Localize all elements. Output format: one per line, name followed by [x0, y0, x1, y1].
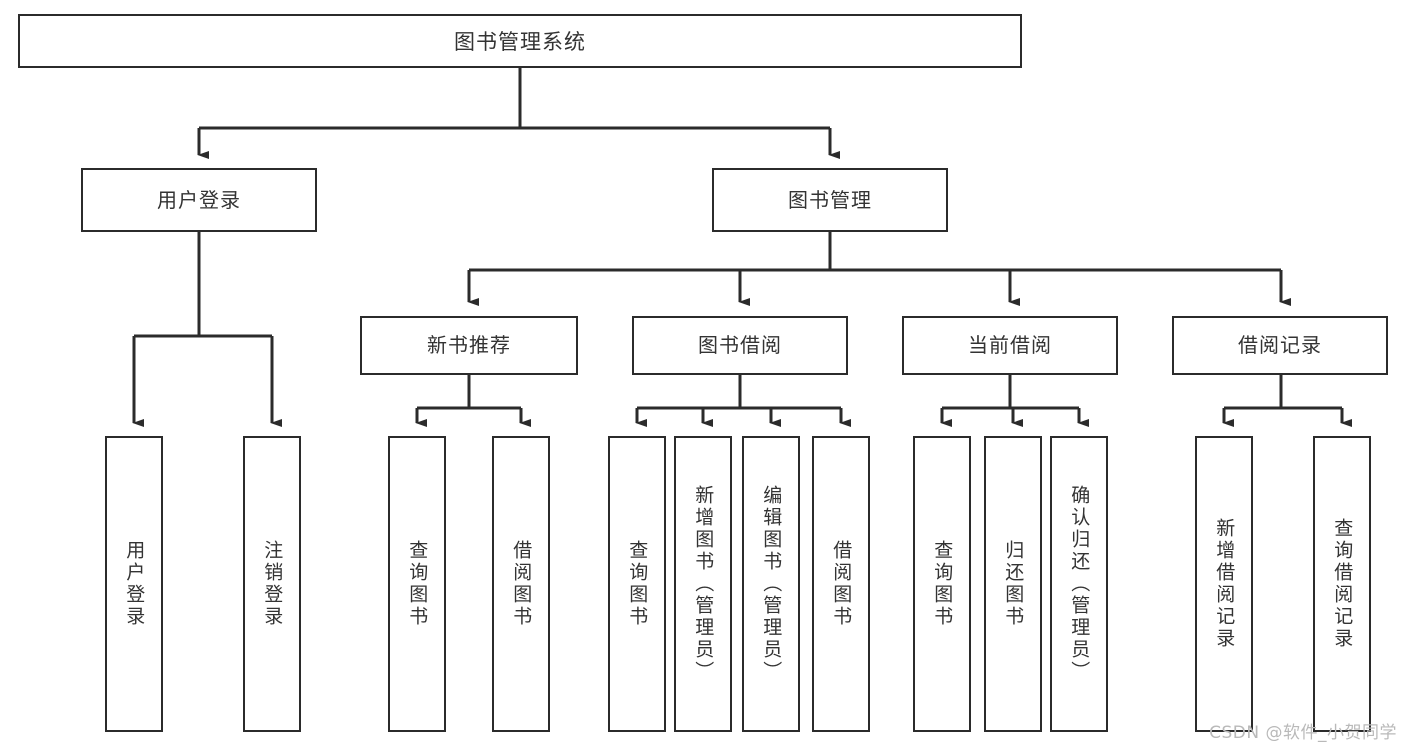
- node-leaf-add-record[interactable]: 新增借阅记录: [1195, 436, 1253, 732]
- node-leaf-add-record-label: 新增借阅记录: [1213, 518, 1236, 650]
- node-leaf-return-book[interactable]: 归还图书: [984, 436, 1042, 732]
- node-leaf-edit-book-label: 编辑图书（管理员）: [760, 485, 783, 683]
- node-leaf-logout-login[interactable]: 注销登录: [243, 436, 301, 732]
- node-leaf-edit-book[interactable]: 编辑图书（管理员）: [742, 436, 800, 732]
- node-leaf-query-book-1[interactable]: 查询图书: [388, 436, 446, 732]
- node-book-borrow[interactable]: 图书借阅: [632, 316, 848, 375]
- node-leaf-query-record-label: 查询借阅记录: [1331, 518, 1354, 650]
- node-leaf-logout-login-label: 注销登录: [261, 540, 284, 628]
- node-book-manage-label: 图书管理: [788, 187, 872, 212]
- node-borrow-record-label: 借阅记录: [1238, 333, 1322, 357]
- node-leaf-return-book-label: 归还图书: [1002, 540, 1025, 628]
- node-leaf-borrow-book-1[interactable]: 借阅图书: [492, 436, 550, 732]
- node-leaf-query-record[interactable]: 查询借阅记录: [1313, 436, 1371, 732]
- node-leaf-confirm-return[interactable]: 确认归还（管理员）: [1050, 436, 1108, 732]
- node-borrow-record[interactable]: 借阅记录: [1172, 316, 1388, 375]
- node-leaf-query-book-1-label: 查询图书: [406, 540, 429, 628]
- node-leaf-add-book-label: 新增图书（管理员）: [692, 485, 715, 683]
- node-root-label: 图书管理系统: [454, 30, 586, 54]
- node-user-login-label: 用户登录: [157, 187, 241, 212]
- node-leaf-add-book[interactable]: 新增图书（管理员）: [674, 436, 732, 732]
- watermark-text: CSDN @软件_小贺同学: [1209, 723, 1397, 743]
- node-book-manage[interactable]: 图书管理: [712, 168, 948, 232]
- node-leaf-query-book-2[interactable]: 查询图书: [608, 436, 666, 732]
- node-leaf-user-login-label: 用户登录: [123, 540, 146, 628]
- node-root-book-management-system[interactable]: 图书管理系统: [18, 14, 1022, 68]
- node-leaf-confirm-return-label: 确认归还（管理员）: [1068, 485, 1091, 683]
- node-leaf-borrow-book-2-label: 借阅图书: [830, 540, 853, 628]
- node-user-login[interactable]: 用户登录: [81, 168, 317, 232]
- node-leaf-query-book-2-label: 查询图书: [626, 540, 649, 628]
- node-current-borrow-label: 当前借阅: [968, 333, 1052, 357]
- node-leaf-query-book-3-label: 查询图书: [931, 540, 954, 628]
- node-book-borrow-label: 图书借阅: [698, 333, 782, 357]
- node-leaf-user-login[interactable]: 用户登录: [105, 436, 163, 732]
- node-new-book-recommend-label: 新书推荐: [427, 333, 511, 357]
- node-current-borrow[interactable]: 当前借阅: [902, 316, 1118, 375]
- node-leaf-query-book-3[interactable]: 查询图书: [913, 436, 971, 732]
- node-leaf-borrow-book-1-label: 借阅图书: [510, 540, 533, 628]
- node-new-book-recommend[interactable]: 新书推荐: [360, 316, 578, 375]
- node-leaf-borrow-book-2[interactable]: 借阅图书: [812, 436, 870, 732]
